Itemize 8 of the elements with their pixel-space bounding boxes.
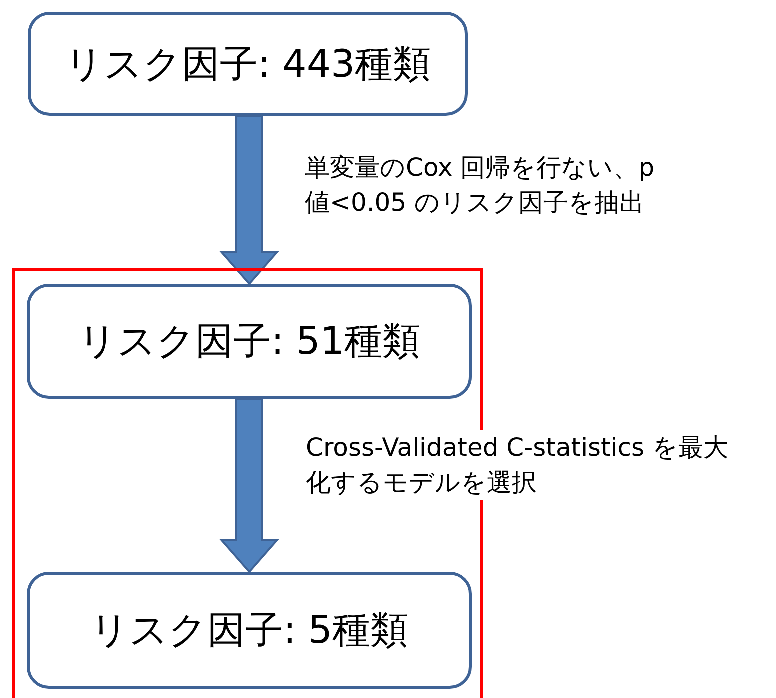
box-text: リスク因子: 443種類 (64, 40, 432, 88)
block-arrow (219, 115, 280, 286)
block-arrow (219, 398, 280, 574)
box-text: リスク因子: 51種類 (78, 318, 421, 365)
process-box (28, 12, 468, 116)
box-text: リスク因子: 5種類 (90, 607, 409, 654)
process-box (27, 572, 472, 689)
process-box (27, 284, 472, 399)
